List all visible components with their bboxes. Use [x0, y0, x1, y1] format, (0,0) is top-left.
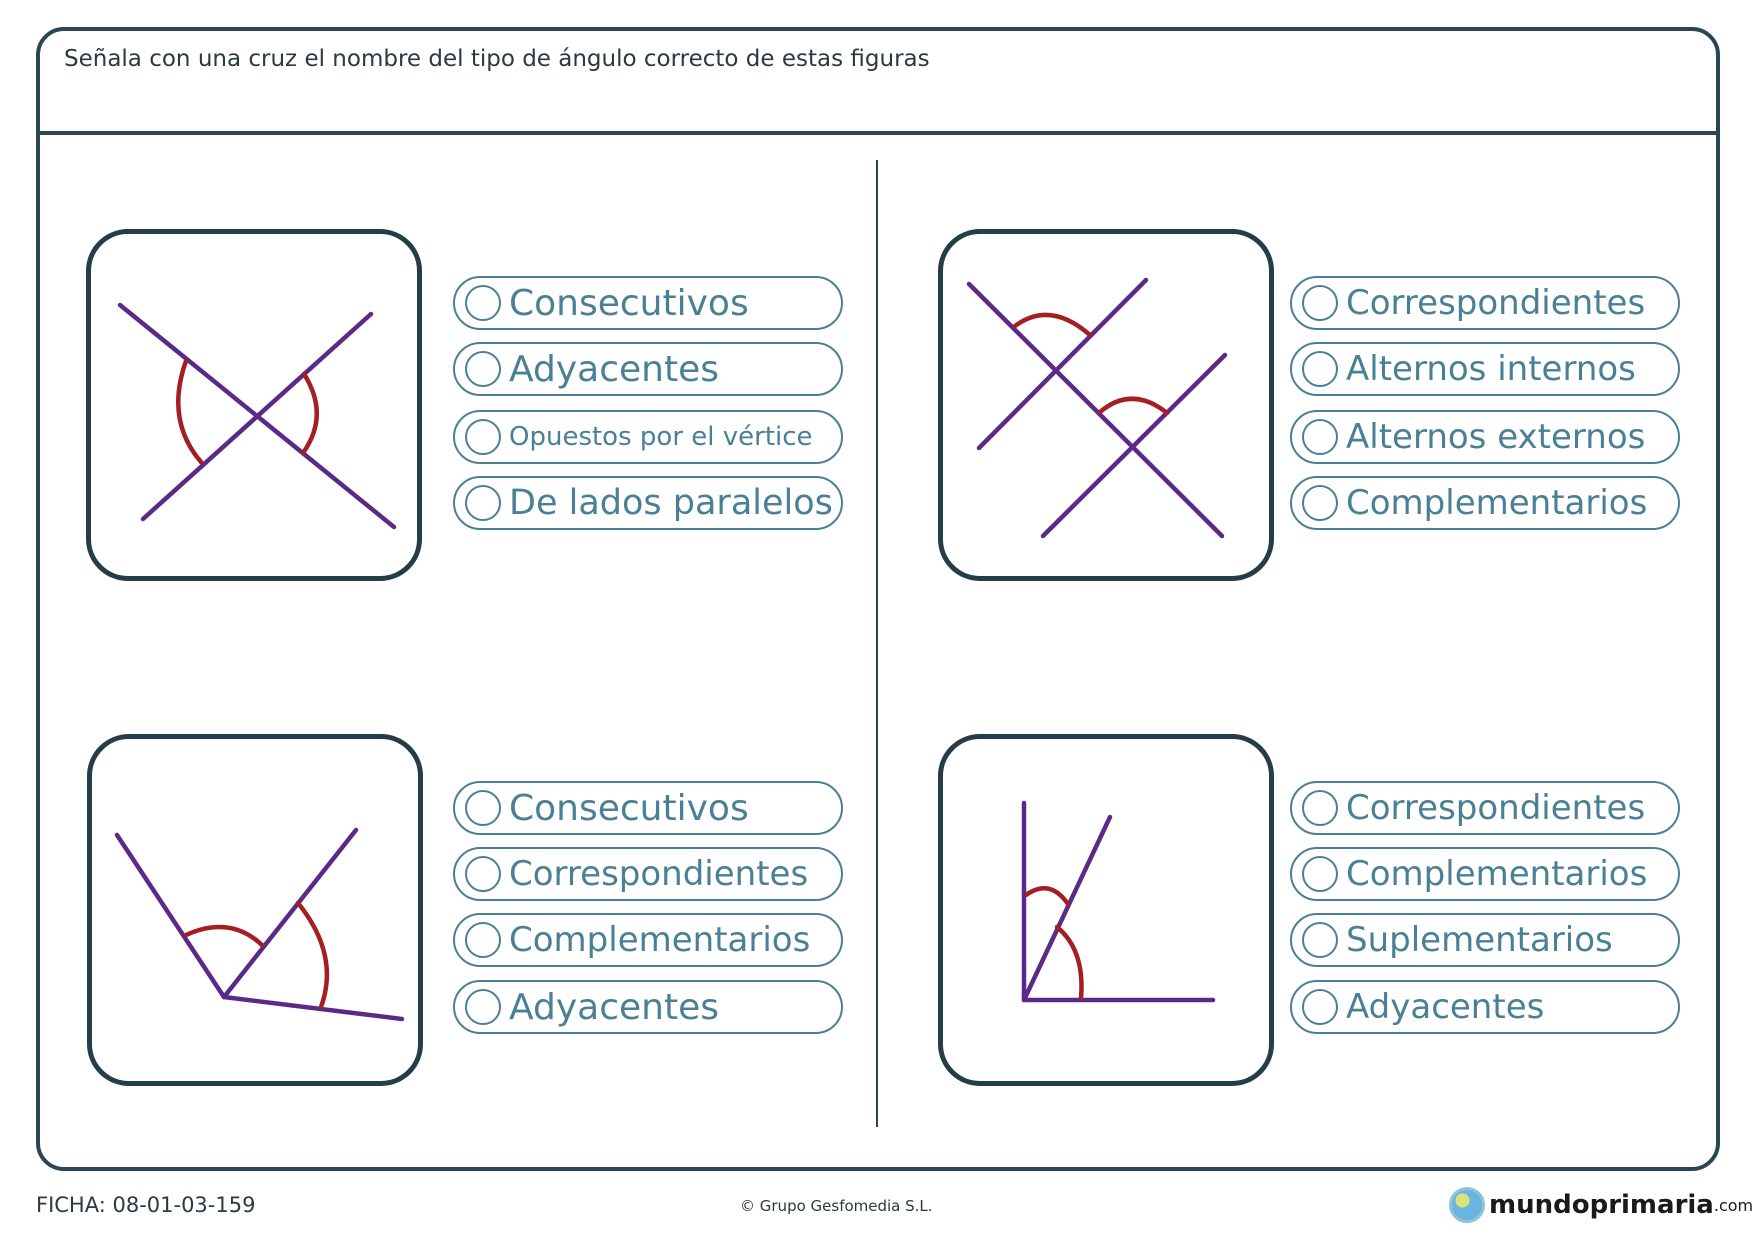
option-label: Adyacentes: [1346, 987, 1545, 1027]
figure2-line-transversal: [966, 281, 1225, 539]
figure-box-2: [938, 229, 1274, 581]
figure3-line-right: [221, 994, 405, 1022]
figure2-line-parallel-a: [976, 277, 1149, 451]
radio-circle-icon[interactable]: [465, 485, 501, 521]
figure1-arc-right: [300, 371, 319, 456]
option-3-2[interactable]: Correspondientes: [453, 847, 843, 901]
radio-circle-icon[interactable]: [1302, 419, 1338, 455]
radio-circle-icon[interactable]: [1302, 922, 1338, 958]
option-4-2[interactable]: Complementarios: [1290, 847, 1680, 901]
option-3-3[interactable]: Complementarios: [453, 913, 843, 967]
radio-circle-icon[interactable]: [465, 419, 501, 455]
figure-box-3: [87, 734, 423, 1086]
figure4-line-diagonal: [1021, 814, 1113, 1003]
option-label: Suplementarios: [1346, 920, 1613, 960]
option-3-4[interactable]: Adyacentes: [453, 980, 843, 1034]
header-divider: [36, 131, 1718, 135]
option-3-1[interactable]: Consecutivos: [453, 781, 843, 835]
option-label: Adyacentes: [509, 986, 719, 1028]
option-1-3[interactable]: Opuestos por el vértice: [453, 410, 843, 464]
option-1-2[interactable]: Adyacentes: [453, 342, 843, 396]
option-4-3[interactable]: Suplementarios: [1290, 913, 1680, 967]
radio-circle-icon[interactable]: [1302, 351, 1338, 387]
option-label: Complementarios: [1346, 854, 1648, 894]
option-label: Adyacentes: [509, 348, 719, 390]
figure3-line-mid: [221, 827, 359, 1000]
radio-circle-icon[interactable]: [465, 285, 501, 321]
option-label: Correspondientes: [1346, 283, 1646, 323]
option-4-1[interactable]: Correspondientes: [1290, 781, 1680, 835]
option-label: Consecutivos: [509, 787, 749, 829]
logo-domain: .com: [1713, 1195, 1754, 1215]
worksheet-code: FICHA: 08-01-03-159: [36, 1193, 256, 1217]
figure2-arc-top: [1012, 312, 1093, 338]
radio-circle-icon[interactable]: [465, 922, 501, 958]
mundoprimaria-logo[interactable]: mundoprimaria .com: [1449, 1187, 1753, 1223]
option-2-4[interactable]: Complementarios: [1290, 476, 1680, 530]
option-1-4[interactable]: De lados paralelos: [453, 476, 843, 530]
globe-icon: [1449, 1187, 1485, 1223]
copyright: © Grupo Gesfomedia S.L.: [740, 1197, 933, 1215]
column-divider: [876, 160, 878, 1127]
figure-box-1: [86, 229, 422, 581]
option-2-3[interactable]: Alternos externos: [1290, 410, 1680, 464]
option-label: Alternos externos: [1346, 417, 1646, 457]
option-2-2[interactable]: Alternos internos: [1290, 342, 1680, 396]
option-label: Correspondientes: [509, 854, 809, 894]
radio-circle-icon[interactable]: [465, 790, 501, 826]
figure2-line-parallel-b: [1040, 352, 1228, 539]
radio-circle-icon[interactable]: [1302, 989, 1338, 1025]
figure3-arc-left: [183, 924, 265, 948]
worksheet-frame: [36, 27, 1720, 1171]
option-4-4[interactable]: Adyacentes: [1290, 980, 1680, 1034]
option-label: Alternos internos: [1346, 349, 1636, 389]
figure2-arc-bottom: [1097, 396, 1170, 416]
figure3-arc-right: [295, 900, 330, 1010]
option-label: Correspondientes: [1346, 788, 1646, 828]
radio-circle-icon[interactable]: [1302, 285, 1338, 321]
option-label: Complementarios: [509, 920, 811, 960]
option-2-1[interactable]: Correspondientes: [1290, 276, 1680, 330]
radio-circle-icon[interactable]: [1302, 790, 1338, 826]
figure1-arc-left: [176, 358, 204, 465]
option-1-1[interactable]: Consecutivos: [453, 276, 843, 330]
instruction-title: Señala con una cruz el nombre del tipo d…: [64, 46, 930, 72]
figure4-arc-top: [1023, 886, 1071, 907]
option-label: Complementarios: [1346, 483, 1648, 523]
figure3-line-left: [114, 832, 227, 1000]
option-label: Opuestos por el vértice: [509, 422, 813, 452]
logo-name: mundoprimaria: [1489, 1190, 1714, 1220]
option-label: Consecutivos: [509, 282, 749, 324]
figure4-arc-bottom: [1054, 924, 1084, 1001]
figure-box-4: [938, 734, 1274, 1086]
radio-circle-icon[interactable]: [465, 989, 501, 1025]
option-label: De lados paralelos: [509, 483, 833, 523]
figure1-line-b: [140, 311, 374, 522]
radio-circle-icon[interactable]: [1302, 856, 1338, 892]
radio-circle-icon[interactable]: [465, 351, 501, 387]
radio-circle-icon[interactable]: [1302, 485, 1338, 521]
radio-circle-icon[interactable]: [465, 856, 501, 892]
